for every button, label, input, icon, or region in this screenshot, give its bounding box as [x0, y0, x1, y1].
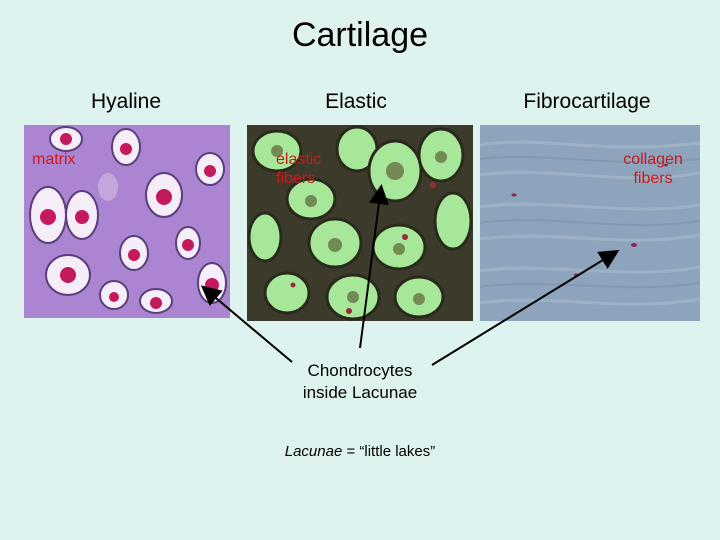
chondrocytes-callout: Chondrocytes inside Lacunae — [260, 360, 460, 404]
lacunae-term: Lacunae — [284, 443, 343, 460]
label-elastic-fibers-line2: fibers — [276, 170, 316, 187]
fibrocartilage-micrograph — [480, 125, 700, 321]
heading-elastic: Elastic — [325, 90, 387, 113]
slide-title: Cartilage — [291, 16, 429, 54]
label-matrix: matrix — [32, 151, 76, 168]
label-elastic-fibers: elastic fibers — [276, 150, 321, 188]
label-collagen-fibers-line1: collagen — [623, 151, 683, 168]
heading-fibrocartilage: Fibrocartilage — [523, 90, 651, 113]
arrow-to-elastic — [359, 184, 389, 349]
hyaline-micrograph — [24, 125, 230, 318]
label-collagen-fibers-line2: fibers — [633, 170, 673, 187]
arrow-to-hyaline — [200, 285, 293, 363]
lacunae-definition: Lacunae = “little lakes” — [230, 443, 490, 460]
label-elastic-fibers-line1: elastic — [276, 151, 322, 168]
label-collagen-fibers: collagen fibers — [610, 150, 696, 188]
lacunae-meaning: = “little lakes” — [342, 443, 436, 460]
arrow-to-fibrocartilage — [431, 249, 620, 366]
callout-line2: inside Lacunae — [302, 383, 418, 402]
callout-line1: Chondrocytes — [307, 361, 413, 380]
heading-hyaline: Hyaline — [90, 90, 162, 113]
